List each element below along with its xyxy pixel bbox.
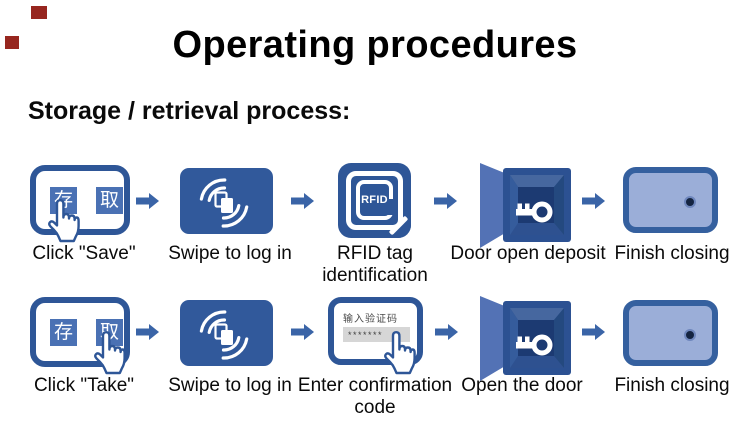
- red-marker: [31, 6, 47, 19]
- step-label: Enter confirmation code: [298, 375, 452, 418]
- rfid-label: RFID: [361, 194, 388, 206]
- step-label-line: Finish closing: [614, 243, 730, 264]
- step-label-line: Finish closing: [614, 375, 730, 396]
- arrow-right-icon: [291, 324, 314, 340]
- save-take-panel-icon: 存 取: [30, 297, 130, 375]
- rfid-inner-gap: [387, 199, 395, 215]
- swipe-card-icon: [180, 168, 273, 234]
- save-button-depiction: 存: [50, 319, 77, 346]
- step-label-line: Swipe to log in: [168, 243, 292, 264]
- step-label: Door open deposit: [450, 243, 605, 265]
- closed-door-icon: [623, 300, 718, 366]
- arrow-right-icon: [582, 324, 605, 340]
- step-label-line: Open the door: [461, 375, 583, 396]
- nfc-waves-icon: [199, 310, 249, 360]
- nfc-waves-icon: [199, 178, 249, 228]
- step-label: Swipe to log in: [168, 375, 292, 397]
- swipe-card-icon: [180, 300, 273, 366]
- safe-door-panel: [480, 163, 507, 248]
- step-label-line: Door open deposit: [450, 243, 606, 264]
- arrow-right-icon: [582, 193, 605, 209]
- arrow-right-icon: [434, 193, 457, 209]
- safe-box-with-key-icon: [503, 301, 571, 375]
- code-prompt-text: 输入验证码: [343, 314, 398, 325]
- step-label-line: code: [354, 396, 396, 418]
- hand-pointer-icon: [384, 331, 416, 375]
- take-button-depiction: 取: [96, 187, 123, 214]
- peephole-icon: [684, 329, 696, 341]
- arrow-right-icon: [291, 193, 314, 209]
- step-label: Click "Take": [34, 375, 134, 397]
- save-take-panel-icon: 存 取: [30, 165, 130, 243]
- step-label: Open the door: [461, 375, 582, 397]
- hand-pointer-icon: [48, 198, 80, 243]
- step-label-line: Click "Save": [32, 243, 136, 264]
- safe-box-with-key-icon: [503, 168, 571, 242]
- open-safe-icon: [480, 296, 572, 382]
- step-label-line: RFID tag: [336, 243, 414, 264]
- hand-pointer-icon: [94, 331, 126, 375]
- rfid-tag-icon: RFID: [338, 163, 411, 238]
- peephole-icon: [684, 196, 696, 208]
- step-label-line: Click "Take": [33, 375, 135, 396]
- step-label-line: identification: [322, 264, 428, 286]
- step-label: Finish closing: [614, 375, 729, 397]
- red-marker: [5, 36, 19, 49]
- rfid-outer-ring: [346, 171, 403, 230]
- arrow-right-icon: [136, 324, 159, 340]
- arrow-right-icon: [435, 324, 458, 340]
- step-label: Finish closing: [614, 243, 729, 265]
- page-title: Operating procedures: [172, 24, 578, 66]
- code-entry-panel-icon: 输入验证码 *******: [328, 297, 423, 375]
- safe-door-panel: [480, 296, 507, 381]
- step-label-line: Enter confirmation: [297, 375, 453, 396]
- step-label: RFID tag identification: [322, 243, 428, 286]
- step-label-line: Swipe to log in: [168, 375, 292, 396]
- step-label: Click "Save": [32, 243, 135, 265]
- arrow-right-icon: [136, 193, 159, 209]
- closed-door-icon: [623, 167, 718, 233]
- open-safe-icon: [480, 163, 572, 249]
- section-heading: Storage / retrieval process:: [28, 97, 351, 125]
- step-label: Swipe to log in: [168, 243, 292, 265]
